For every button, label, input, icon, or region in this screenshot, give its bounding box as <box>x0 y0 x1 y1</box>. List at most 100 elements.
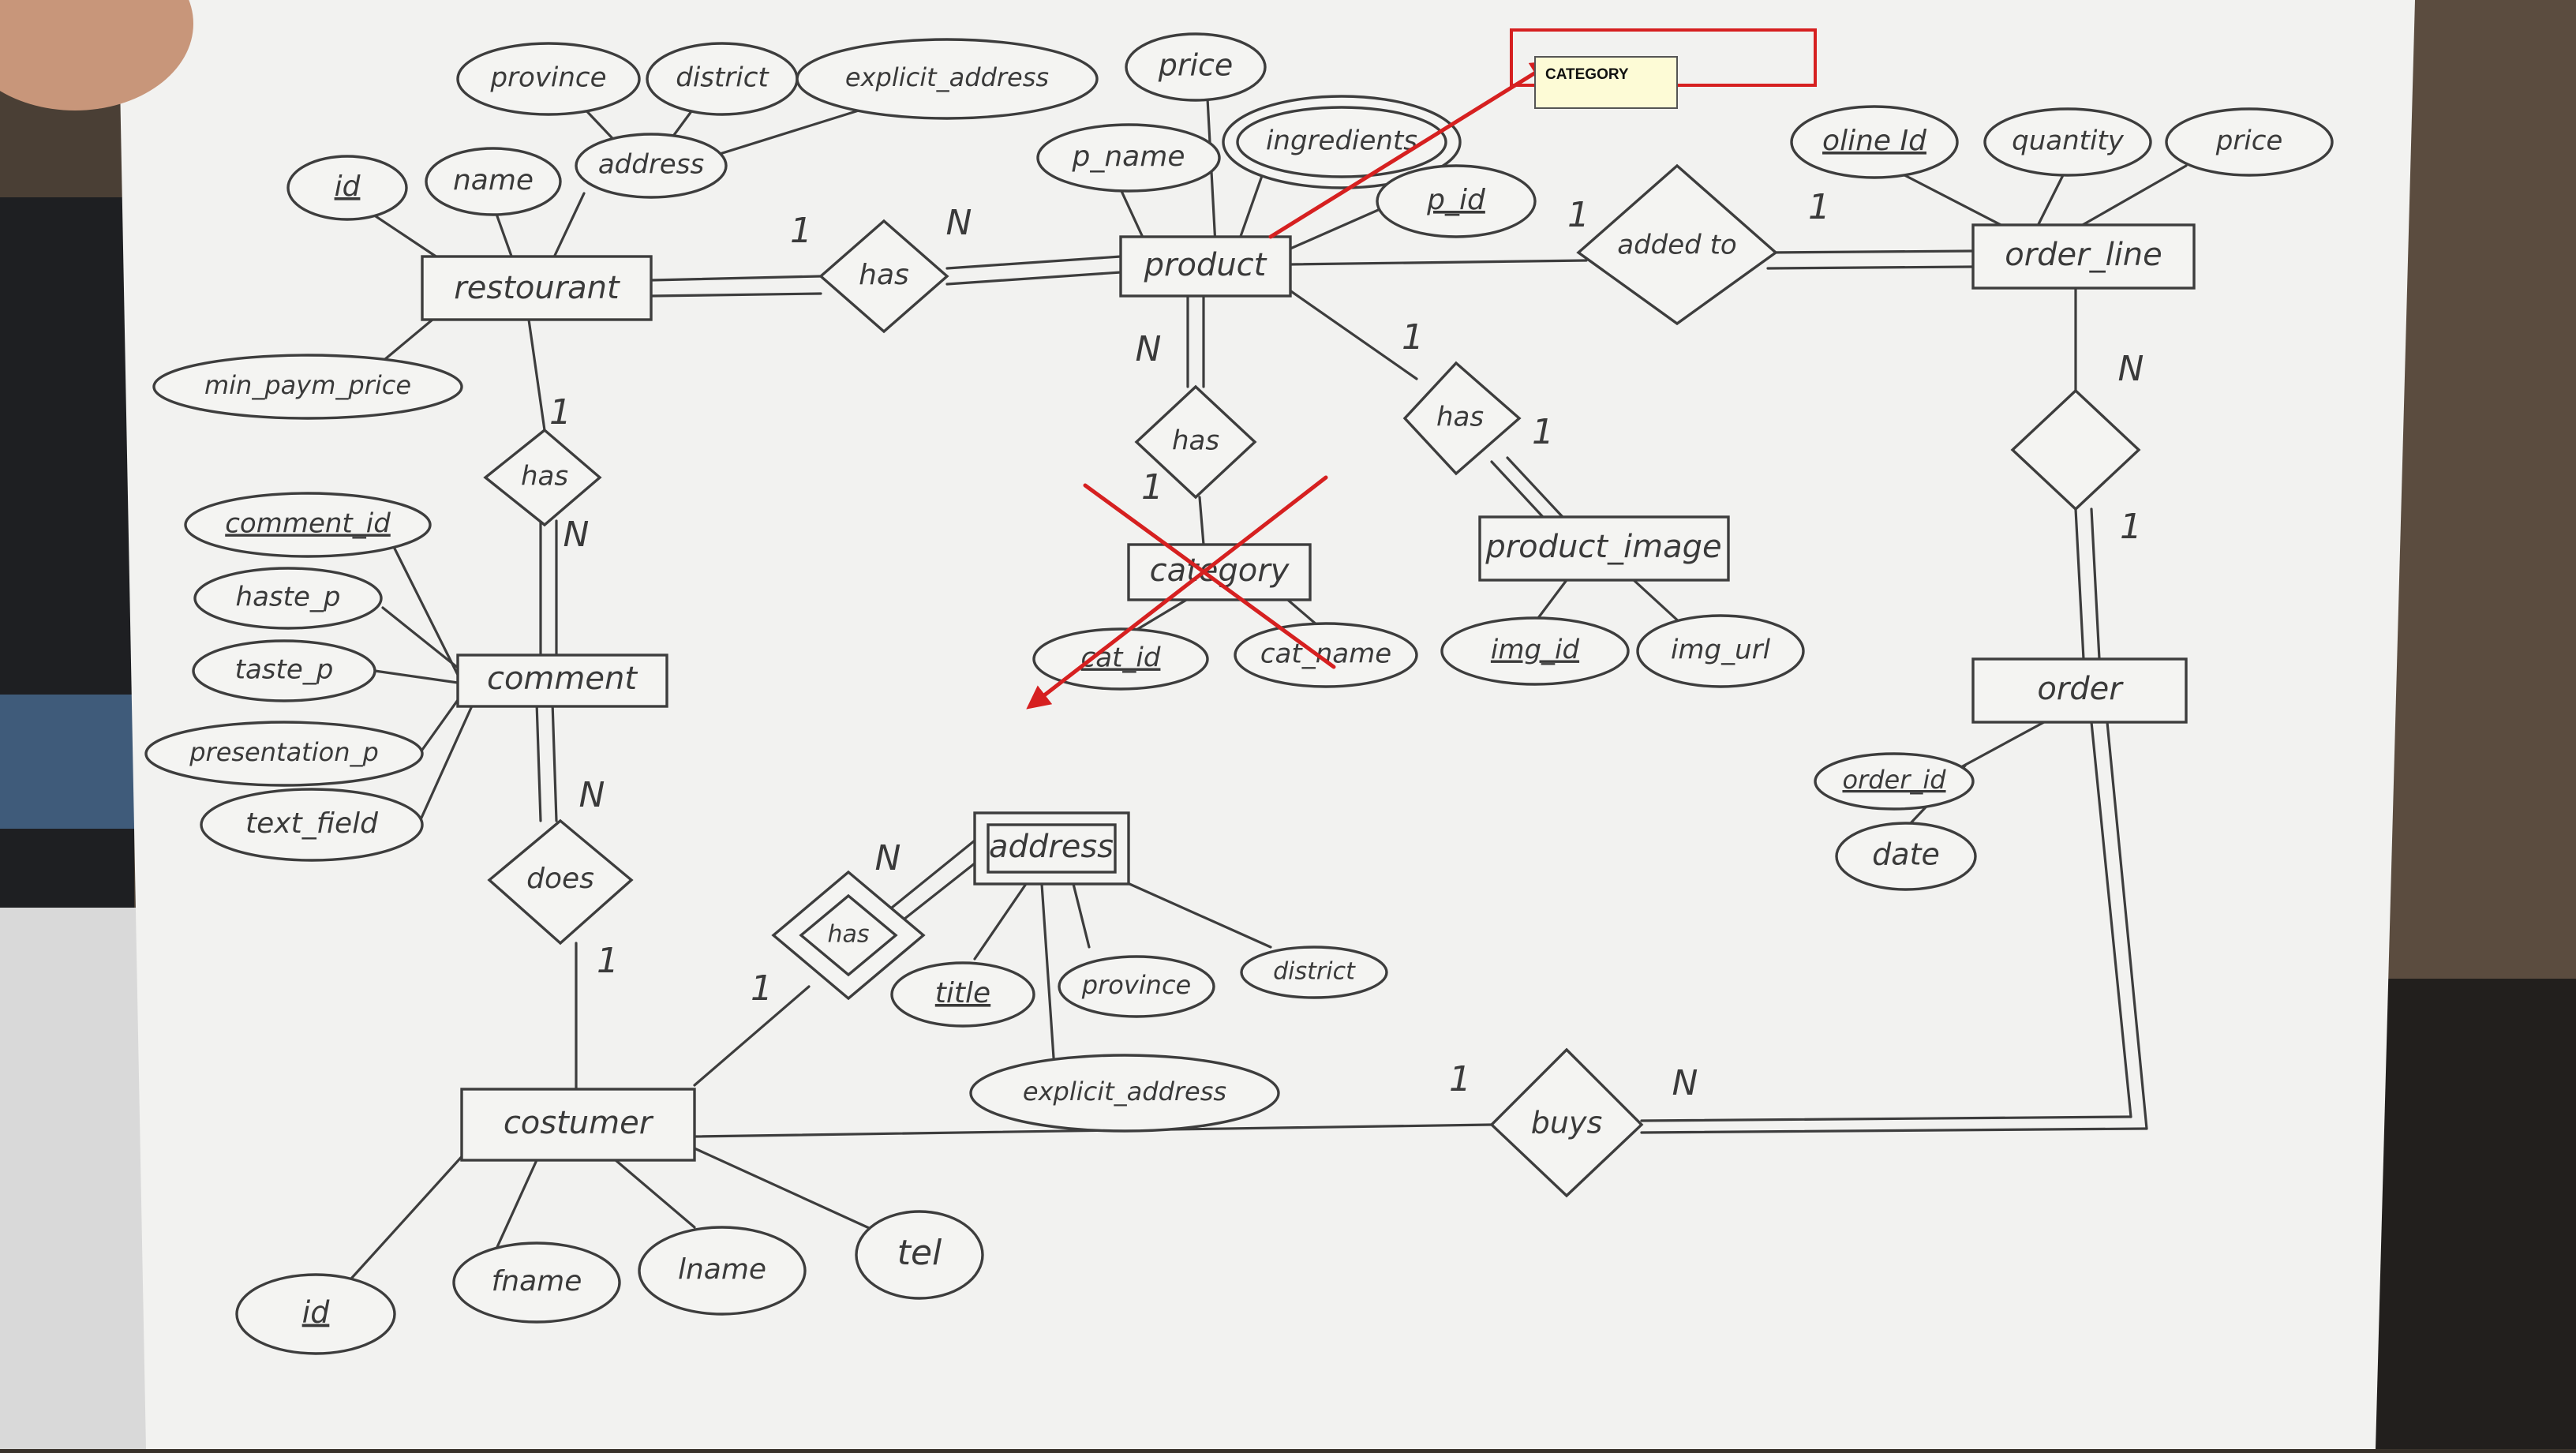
svg-text:order_id: order_id <box>1842 765 1946 795</box>
svg-text:buys: buys <box>1531 1106 1603 1140</box>
svg-text:comment_id: comment_id <box>225 508 391 540</box>
svg-text:cat_name: cat_name <box>1260 638 1391 670</box>
pointer-arrow <box>1268 60 1556 239</box>
attr-address-title: title <box>890 961 1035 1028</box>
rel-product-added-to-order-line: added to <box>1576 163 1778 326</box>
svg-text:costumer: costumer <box>504 1105 654 1141</box>
attr-cat-id: cat_id <box>1032 627 1209 691</box>
svg-text:lname: lname <box>678 1253 766 1286</box>
svg-text:product: product <box>1144 247 1267 283</box>
attr-text-field: text_field <box>200 788 424 862</box>
svg-text:name: name <box>453 164 534 197</box>
svg-text:N: N <box>564 515 590 555</box>
attr-tel: tel <box>855 1210 984 1300</box>
svg-text:N: N <box>875 838 901 878</box>
attr-img-url: img_url <box>1636 614 1805 688</box>
rel-product-has-image: has <box>1402 361 1522 476</box>
attr-customer-id: id <box>235 1273 396 1355</box>
entity-category: category <box>1127 543 1312 601</box>
callout-note: CATEGORY <box>1534 56 1678 109</box>
entity-comment: comment <box>456 653 668 708</box>
attr-lname: lname <box>638 1226 807 1316</box>
svg-text:has: has <box>521 461 568 492</box>
svg-text:district: district <box>676 62 769 94</box>
attr-taste-p: taste_p <box>192 639 376 702</box>
svg-text:taste_p: taste_p <box>235 654 334 686</box>
cross-out-stroke-1 <box>1083 483 1336 669</box>
svg-text:comment: comment <box>487 661 638 697</box>
svg-text:explicit_address: explicit_address <box>845 62 1049 92</box>
attr-cat-name: cat_name <box>1234 622 1418 688</box>
svg-text:added to: added to <box>1617 230 1736 261</box>
attr-product-price: price <box>1125 32 1267 102</box>
attr-address-province: province <box>1058 955 1215 1018</box>
svg-text:has: has <box>827 921 869 949</box>
attr-restaurant-name: name <box>425 147 562 216</box>
svg-text:price: price <box>1158 48 1234 83</box>
svg-text:restourant: restourant <box>454 270 620 306</box>
svg-text:1: 1 <box>1808 187 1830 227</box>
svg-text:province: province <box>1081 970 1191 1000</box>
attr-fname: fname <box>452 1241 621 1324</box>
entity-customer: costumer <box>460 1088 696 1162</box>
svg-text:1: 1 <box>1141 467 1163 507</box>
svg-text:title: title <box>935 977 990 1009</box>
svg-text:order: order <box>2037 671 2124 707</box>
svg-text:tel: tel <box>897 1233 942 1273</box>
entity-order-line: order_line <box>1971 223 2196 290</box>
attr-address-district: district <box>1240 946 1388 999</box>
attr-comment-id: comment_id <box>184 492 432 558</box>
entity-address-weak: address <box>973 811 1130 886</box>
svg-text:min_paym_price: min_paym_price <box>204 370 411 400</box>
relationships: has added to has has has does h <box>483 163 2141 1198</box>
svg-text:N: N <box>946 203 972 243</box>
rel-comment-does-customer: does <box>487 818 634 946</box>
svg-text:fname: fname <box>492 1265 582 1298</box>
attr-min-paym-price: min_paym_price <box>152 354 463 420</box>
svg-text:id: id <box>302 1295 331 1330</box>
svg-text:quantity: quantity <box>2012 125 2125 157</box>
attr-explicit-address: explicit_address <box>796 38 1099 120</box>
attr-order-line-price: price <box>2165 107 2334 177</box>
svg-text:1: 1 <box>597 941 619 981</box>
attr-quantity: quantity <box>1983 107 2152 177</box>
svg-text:has: has <box>859 259 909 291</box>
svg-text:haste_p: haste_p <box>236 582 341 613</box>
svg-text:does: does <box>526 863 594 895</box>
cross-out-stroke-2 <box>1026 475 1328 710</box>
svg-text:img_url: img_url <box>1671 635 1771 666</box>
svg-text:p_id: p_id <box>1426 184 1486 216</box>
svg-text:1: 1 <box>1402 317 1424 358</box>
markup-overlay: CATEGORY <box>1026 28 1817 710</box>
svg-text:1: 1 <box>1532 412 1554 452</box>
attr-p-name: p_name <box>1036 123 1221 193</box>
entity-product: product <box>1119 235 1292 298</box>
svg-text:id: id <box>335 170 361 203</box>
rel-customer-has-address: has <box>771 870 926 1001</box>
svg-text:1: 1 <box>2120 507 2142 547</box>
paper-sheet <box>118 0 2415 1449</box>
svg-text:address: address <box>989 829 1114 865</box>
entity-product-image: product_image <box>1478 515 1730 582</box>
entities: restourant product order_line category p… <box>421 223 2196 1162</box>
svg-text:order_line: order_line <box>2005 237 2162 273</box>
svg-text:ingredients: ingredients <box>1266 125 1417 157</box>
svg-text:N: N <box>1136 329 1162 369</box>
attr-province: province <box>456 42 641 116</box>
attr-img-id: img_id <box>1440 616 1630 686</box>
rel-order-line-generates-order <box>2010 388 2141 511</box>
attr-presentation-p: presentation_p <box>144 721 424 787</box>
svg-text:text_field: text_field <box>245 807 379 840</box>
svg-text:CATEGORY: CATEGORY <box>1545 66 1629 83</box>
thumb <box>0 0 193 110</box>
svg-text:1: 1 <box>790 211 812 251</box>
rel-restaurant-has-product: has <box>818 219 949 334</box>
svg-text:has: has <box>1172 425 1219 457</box>
svg-text:presentation_p: presentation_p <box>189 737 379 767</box>
svg-text:explicit_address: explicit_address <box>1023 1077 1226 1107</box>
rel-restaurant-has-comment: has <box>483 428 602 527</box>
attributes: province district explicit_address addre… <box>144 32 2334 1355</box>
svg-text:address: address <box>598 149 704 181</box>
